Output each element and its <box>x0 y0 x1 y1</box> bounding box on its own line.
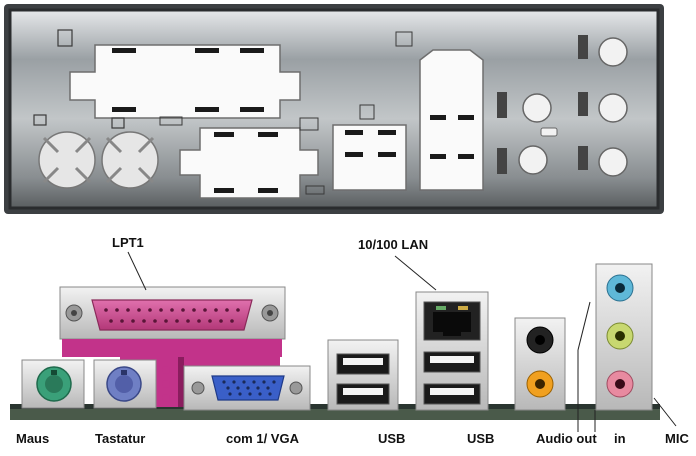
motherboard-io <box>10 263 660 420</box>
usb-port-stack-left <box>327 339 399 411</box>
label-lpt1: LPT1 <box>112 235 144 250</box>
ps2-keyboard-port <box>93 359 157 409</box>
label-com-vga: com 1/ VGA <box>226 431 299 446</box>
label-usb-left: USB <box>378 431 406 446</box>
label-audio-out: Audio out <box>536 431 597 446</box>
label-mic: MIC <box>665 431 689 446</box>
label-audio-in: in <box>614 431 626 446</box>
ps2-mouse-port <box>21 359 85 409</box>
audio-jacks-right <box>595 263 653 411</box>
io-shield <box>4 4 664 214</box>
audio-jacks-left <box>514 317 566 411</box>
vga-port <box>162 365 311 411</box>
parallel-port <box>59 286 286 407</box>
leader-lines <box>127 251 677 432</box>
label-maus: Maus <box>16 431 50 446</box>
lan-usb-stack <box>415 291 489 411</box>
label-lan: 10/100 LAN <box>358 237 429 252</box>
label-usb-right: USB <box>467 431 495 446</box>
label-tastatur: Tastatur <box>95 431 146 446</box>
